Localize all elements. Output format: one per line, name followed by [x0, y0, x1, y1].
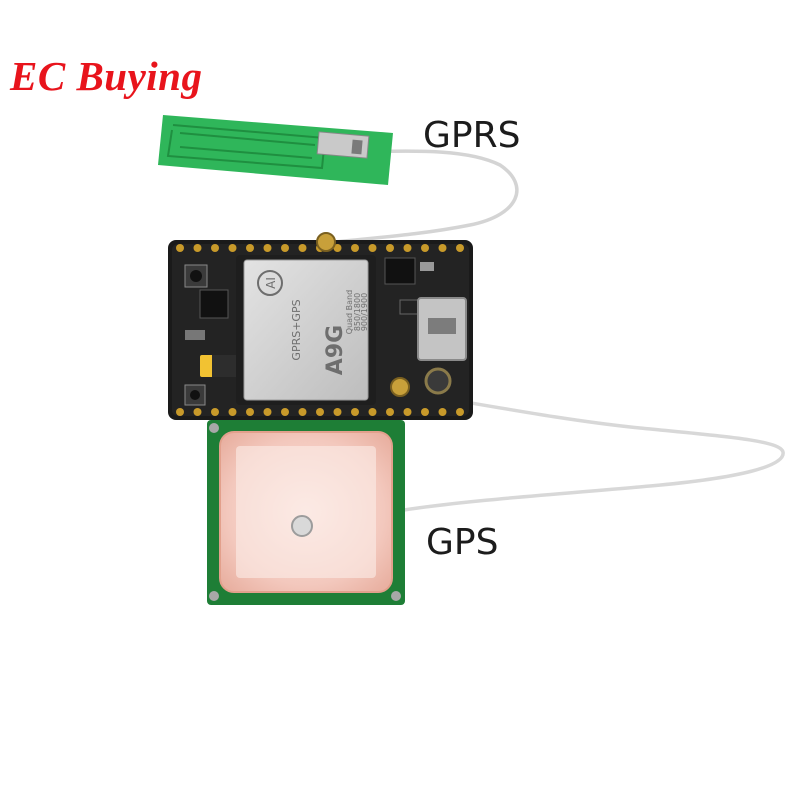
- header-pin: [456, 408, 464, 416]
- chip-label-freq1: 850/1800: [353, 293, 362, 331]
- gprs-antenna-cable: [334, 149, 519, 244]
- header-pin: [263, 408, 272, 416]
- header-pin: [176, 244, 184, 252]
- header-pin: [263, 244, 272, 252]
- header-pin: [176, 408, 184, 416]
- header-pin: [281, 244, 289, 252]
- header-pin: [298, 408, 307, 416]
- header-pin: [421, 244, 429, 252]
- chip-label-freq2: 900/1900: [360, 293, 369, 331]
- chip-label-model: GPRS+GPS: [290, 299, 303, 360]
- header-pin: [281, 408, 289, 416]
- header-pin: [368, 408, 377, 416]
- gps-antenna: [207, 420, 405, 605]
- header-pin: [193, 244, 202, 252]
- a9g-main-board: AI GPRS+GPS A9G Quad Band 850/1800 900/1…: [168, 232, 473, 420]
- header-pin: [228, 408, 237, 416]
- header-pin: [193, 408, 202, 416]
- header-pin: [211, 244, 219, 252]
- brand-logo: EC Buying: [10, 53, 203, 99]
- header-pin: [246, 244, 254, 252]
- header-pin: [333, 244, 342, 252]
- header-pin: [403, 244, 412, 252]
- header-pin: [438, 244, 447, 252]
- header-pin: [438, 408, 447, 416]
- header-pin: [333, 408, 342, 416]
- header-pin: [421, 408, 429, 416]
- header-pin: [246, 408, 254, 416]
- header-pin: [211, 408, 219, 416]
- header-pin: [386, 408, 394, 416]
- header-pin: [403, 408, 412, 416]
- gps-antenna-cable: [403, 390, 785, 512]
- chip-logo: AI: [264, 277, 278, 289]
- header-pin: [298, 244, 307, 252]
- header-pin: [368, 244, 377, 252]
- header-pin: [228, 244, 237, 252]
- gprs-antenna: [158, 115, 393, 185]
- chip-label-band: Quad Band: [345, 290, 354, 334]
- header-pin: [316, 408, 324, 416]
- header-pin: [456, 244, 464, 252]
- gps-label: GPS: [426, 522, 499, 563]
- header-pin: [386, 244, 394, 252]
- gprs-label: GPRS: [423, 115, 521, 156]
- header-pin: [351, 244, 359, 252]
- header-pin: [351, 408, 359, 416]
- chip-label-name: A9G: [323, 325, 348, 375]
